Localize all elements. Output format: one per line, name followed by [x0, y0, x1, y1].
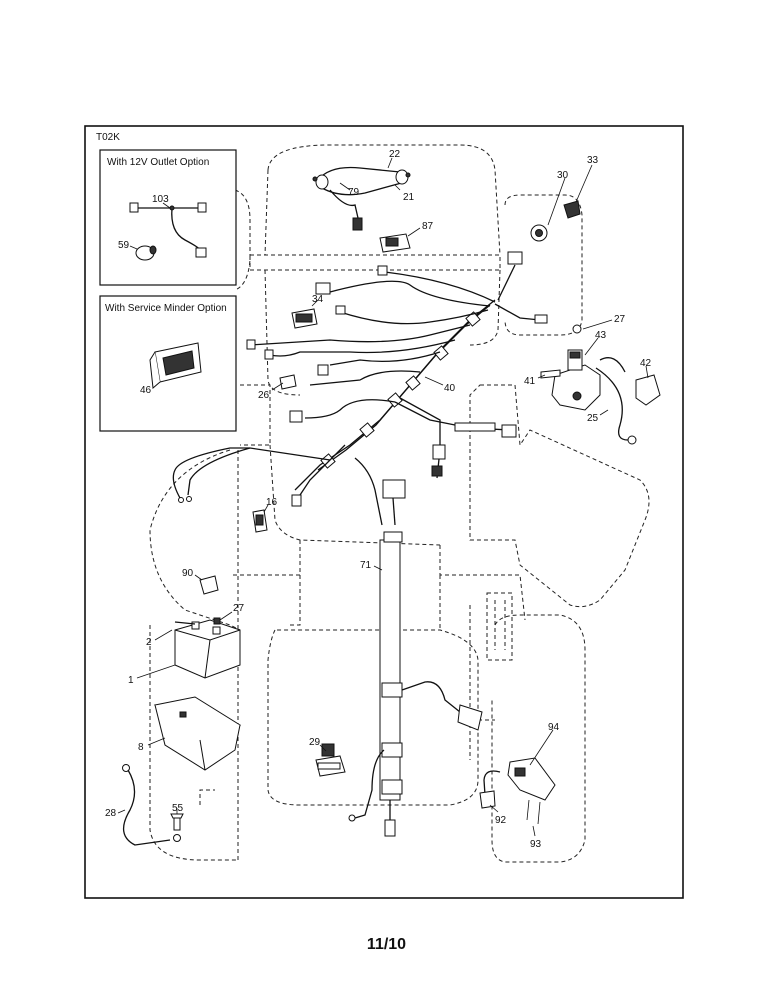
callout-29: 29 — [309, 737, 321, 748]
outlet-option-inset: With 12V Outlet Option 103 59 — [99, 149, 237, 286]
callout-71: 71 — [360, 560, 372, 571]
battery-tray — [153, 696, 242, 771]
callout-94: 94 — [548, 722, 560, 733]
callout-43: 43 — [595, 330, 607, 341]
callout-8: 8 — [138, 742, 144, 753]
callout-34: 34 — [312, 294, 324, 305]
callout-103: 103 — [152, 194, 169, 205]
callout-92: 92 — [495, 815, 507, 826]
callout-87: 87 — [422, 221, 434, 232]
outlet-option-title: With 12V Outlet Option — [107, 157, 209, 168]
service-minder-title: With Service Minder Option — [105, 303, 227, 314]
callout-22: 22 — [389, 149, 401, 160]
callout-26: 26 — [258, 390, 270, 401]
part-29-switch — [315, 743, 346, 777]
part-26-connector — [279, 374, 297, 390]
callout-90: 90 — [182, 568, 194, 579]
callout-41: 41 — [524, 376, 536, 387]
callout-25: 25 — [587, 413, 599, 424]
page-number: 11/10 — [366, 936, 407, 953]
main-harness — [172, 251, 548, 507]
part-94-switch — [479, 757, 556, 825]
callout-27b: 27 — [233, 603, 245, 614]
part-87-switch — [379, 233, 411, 253]
callout-79: 79 — [348, 187, 360, 198]
callout-2: 2 — [146, 637, 152, 648]
solenoid-assembly — [540, 324, 661, 445]
callout-16: 16 — [266, 497, 278, 508]
diagram-code: T02K — [96, 132, 120, 143]
ignition-switch — [530, 200, 581, 242]
callout-55: 55 — [172, 803, 184, 814]
callout-1: 1 — [128, 675, 134, 686]
callout-33: 33 — [587, 155, 599, 166]
harness-71 — [348, 457, 483, 837]
callout-42: 42 — [640, 358, 652, 369]
callout-27a: 27 — [614, 314, 626, 325]
part-90-bracket — [199, 575, 219, 595]
part-34-switch — [291, 308, 318, 329]
callout-40: 40 — [444, 383, 456, 394]
callout-93: 93 — [530, 839, 542, 850]
battery — [174, 617, 241, 679]
callout-30: 30 — [557, 170, 569, 181]
callout-28: 28 — [105, 808, 117, 819]
diagram-frame — [84, 125, 684, 899]
part-16-switch — [252, 509, 268, 533]
callout-21: 21 — [403, 192, 415, 203]
callout-46: 46 — [140, 385, 152, 396]
service-minder-inset: With Service Minder Option 46 — [99, 295, 237, 432]
callout-59: 59 — [118, 240, 130, 251]
switch-assembly — [312, 166, 411, 231]
ground-cable — [122, 764, 184, 846]
